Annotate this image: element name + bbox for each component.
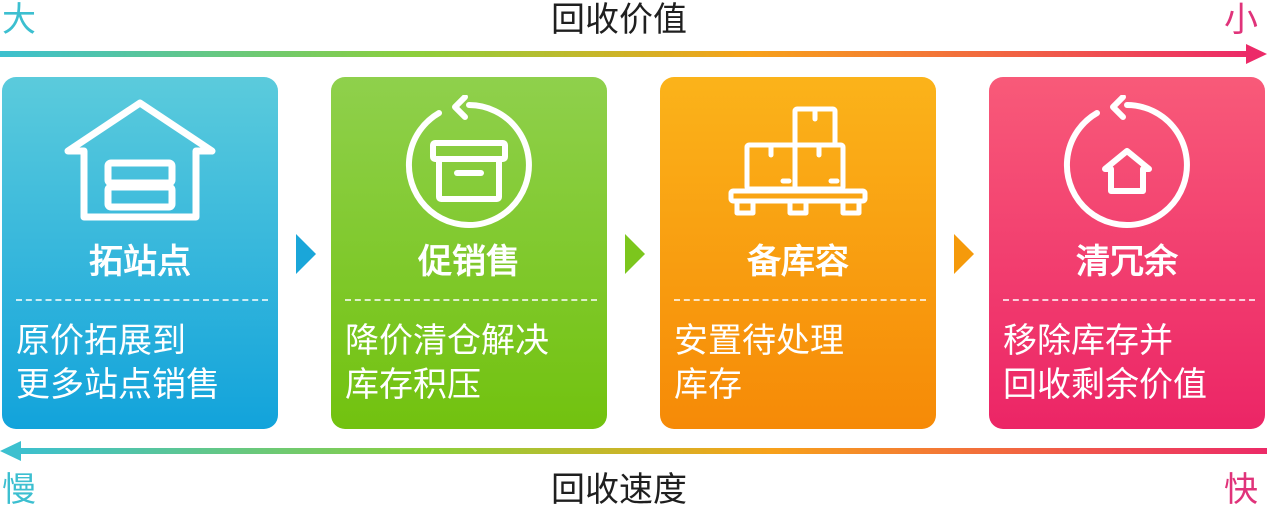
dashed-divider: [16, 299, 268, 301]
top-axis-title: 回收价值: [551, 0, 687, 40]
warehouse-icon: [64, 99, 216, 221]
dashed-divider: [674, 299, 926, 301]
pallet-boxes-icon: [728, 106, 868, 216]
dashed-divider: [1003, 299, 1255, 301]
top-left-label: 大: [2, 0, 36, 40]
bottom-axis-arrow: [0, 441, 1267, 461]
top-axis-arrow: [0, 44, 1267, 64]
home-cycle-icon: [1063, 95, 1190, 228]
chevron-right-icon: [625, 234, 645, 274]
step-description: 降价清仓解决 库存积压: [345, 321, 549, 405]
dashed-divider: [345, 299, 597, 301]
step-description: 原价拓展到 更多站点销售: [16, 321, 220, 405]
step-title: 拓站点: [89, 242, 191, 282]
step-title: 清冗余: [1076, 242, 1178, 282]
bottom-right-label: 快: [1224, 470, 1258, 510]
step-description: 安置待处理 库存: [674, 321, 844, 405]
box-cycle-icon: [405, 95, 532, 228]
step-card-clear-redundancy: 清冗余 移除库存并 回收剩余价值: [989, 77, 1265, 429]
step-card-expand-sites: 拓站点 原价拓展到 更多站点销售: [2, 77, 278, 429]
top-right-label: 小: [1224, 0, 1258, 40]
step-title: 备库容: [747, 242, 849, 282]
bottom-axis-title: 回收速度: [551, 470, 687, 510]
bottom-left-label: 慢: [2, 470, 36, 510]
step-title: 促销售: [418, 242, 520, 282]
chevron-right-icon: [954, 234, 974, 274]
step-description: 移除库存并 回收剩余价值: [1003, 321, 1207, 405]
step-card-promote-sales: 促销售 降价清仓解决 库存积压: [331, 77, 607, 429]
step-card-prepare-capacity: 备库容 安置待处理 库存: [660, 77, 936, 429]
chevron-right-icon: [296, 234, 316, 274]
